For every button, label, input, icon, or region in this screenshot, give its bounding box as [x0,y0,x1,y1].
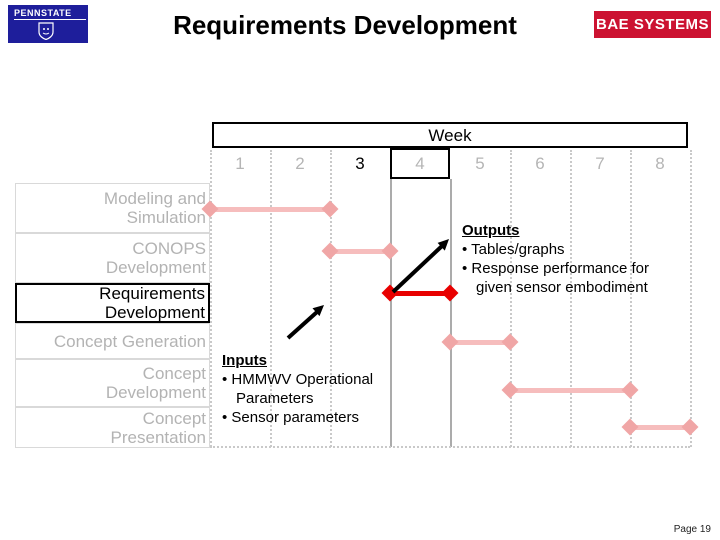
page-title: Requirements Development [173,10,517,40]
grid-line [510,150,512,447]
note-bullet: • Tables/graphs [462,241,565,258]
grid-line [570,150,572,447]
grid-line [210,150,212,447]
chart-bottom-line [210,446,690,448]
grid-line [630,150,632,447]
week-number-8: 8 [655,154,665,173]
week-number-7: 7 [595,154,605,173]
inputs-note-title: Inputs [222,352,267,369]
week-header: Week [212,122,688,148]
outputs-note-items: • Tables/graphs • Response performance fo… [462,240,674,297]
note-bullet: • Sensor parameters [222,409,359,426]
inputs-arrow-icon [286,305,324,340]
grid-line [270,150,272,447]
outputs-arrow-icon [391,239,449,294]
task-label-concept-generation: Concept Generation [15,323,210,359]
grid-line [690,150,692,447]
inputs-note: Inputs • HMMWV Operational Parameters • S… [222,351,388,427]
outputs-note: Outputs • Tables/graphs • Response perfor… [462,221,674,297]
penn-state-shield-icon [38,22,54,40]
highlight-week-line [450,179,452,447]
outputs-note-title: Outputs [462,222,520,239]
penn-state-logo: PENNSTATE [8,5,88,43]
penn-state-logo-text: PENNSTATE [14,8,86,20]
highlight-week-line [390,179,392,447]
week-number-6: 6 [535,154,545,173]
inputs-note-items: • HMMWV Operational Parameters • Sensor p… [222,370,388,427]
grid-line [330,150,332,447]
week-number-5: 5 [475,154,485,173]
week-number-4: 4 [415,154,425,173]
week-number-2: 2 [295,154,305,173]
week-number-1: 1 [235,154,245,173]
bae-systems-logo: BAE SYSTEMS [594,11,711,38]
note-bullet: • Response performance for given sensor … [462,260,650,296]
week-number-3: 3 [355,154,365,173]
page-number: Page 19 [673,524,711,535]
note-bullet: • HMMWV Operational Parameters [222,371,374,407]
boxed-week-outline [390,148,450,179]
